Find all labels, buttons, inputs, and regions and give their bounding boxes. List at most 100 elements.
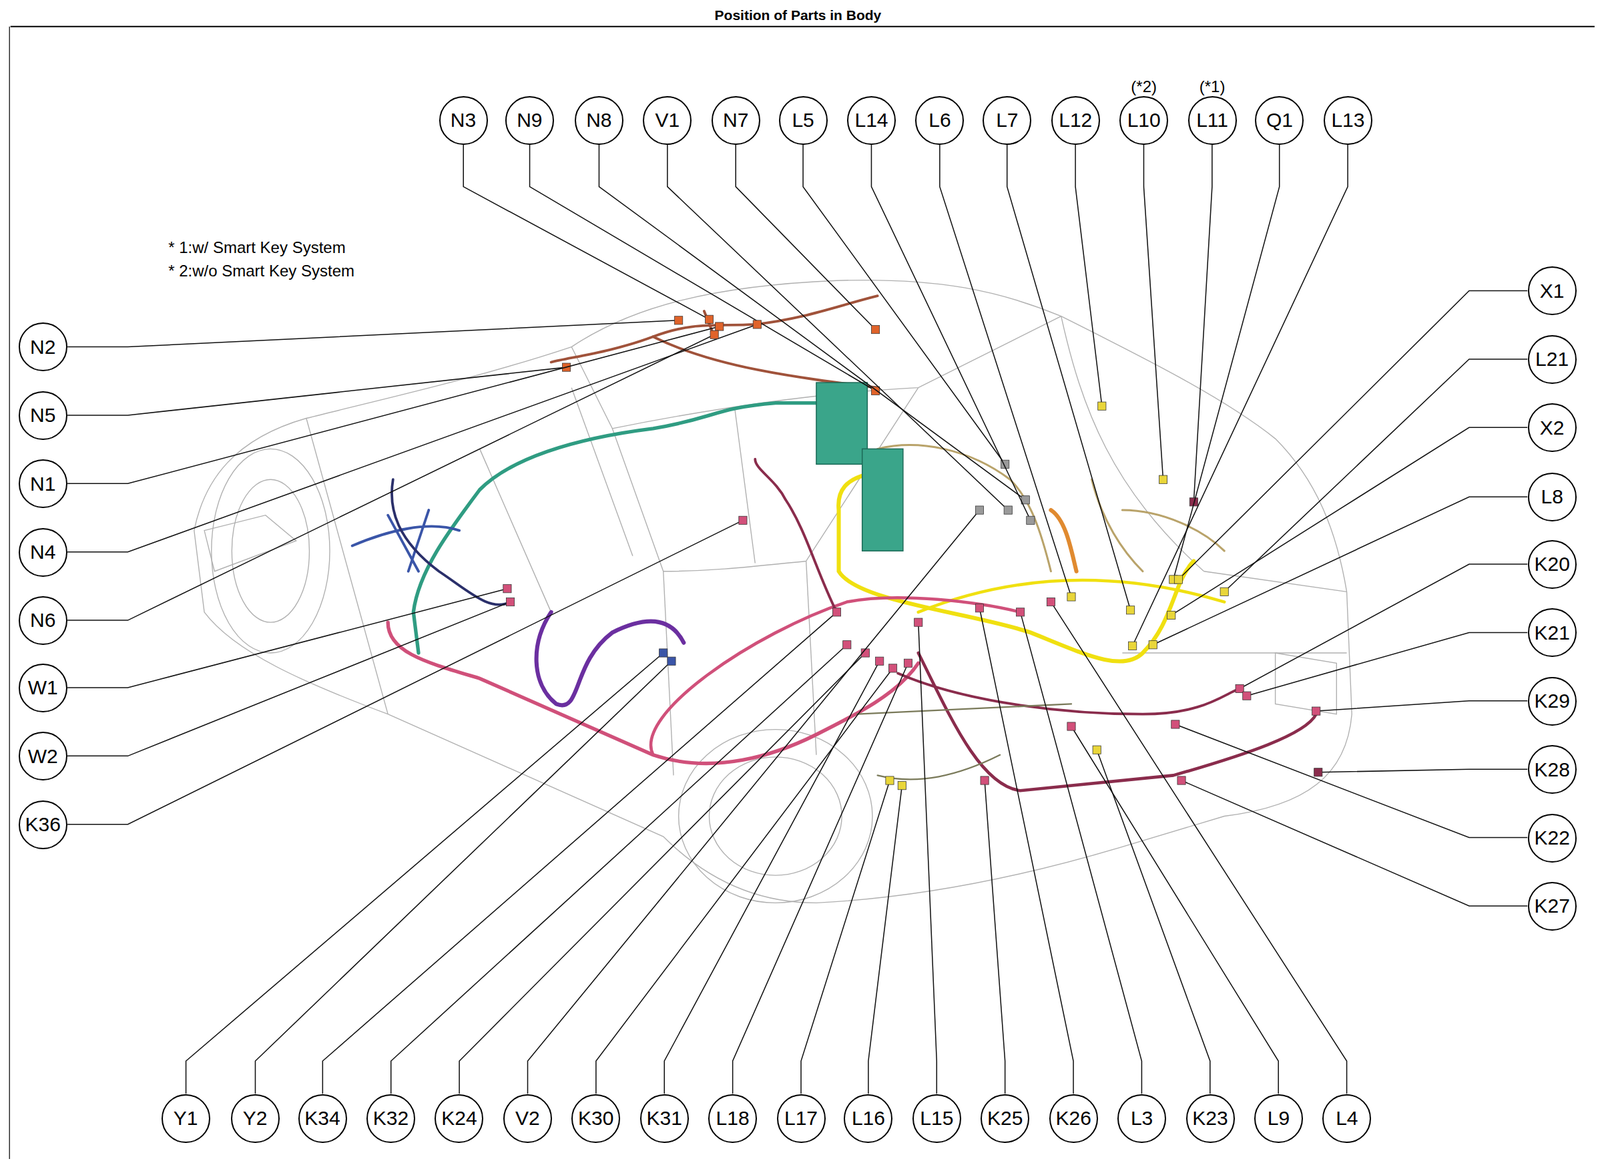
callout-number: Q1 — [1266, 110, 1293, 131]
callout-circle: L9 — [1254, 1094, 1303, 1143]
callout-number: N5 — [30, 405, 56, 426]
callout-circle: K21 — [1527, 608, 1577, 657]
wire-harness — [391, 479, 511, 605]
callout-circle: Y2 — [230, 1094, 280, 1143]
callout-number: K22 — [1533, 827, 1570, 848]
callout-circle: K26 — [1049, 1094, 1099, 1143]
callout-number: L4 — [1335, 1108, 1358, 1129]
callout-circle: N8 — [574, 96, 624, 145]
callout-circle: N9 — [505, 96, 555, 145]
leader-line — [322, 612, 837, 1094]
wire-harness — [536, 612, 685, 706]
callout-number: L14 — [854, 110, 888, 131]
callout-number: N6 — [30, 610, 56, 631]
callout-number: K31 — [646, 1108, 682, 1129]
junction-block — [816, 382, 868, 464]
leader-line — [803, 144, 1006, 464]
callout-circle: W1 — [18, 663, 68, 713]
connector-marker — [903, 658, 912, 667]
leader-line — [1143, 144, 1163, 480]
connector-marker — [1171, 720, 1180, 729]
body-outline — [479, 448, 552, 612]
connector-marker — [888, 664, 897, 673]
callout-circle: (*2)L10 — [1119, 96, 1169, 145]
connector-marker — [1148, 640, 1157, 649]
callout-circle: L8 — [1527, 472, 1577, 522]
leader-line — [1173, 144, 1280, 580]
connector-marker — [897, 781, 906, 790]
callout-circle: N6 — [18, 596, 68, 645]
callout-number: L9 — [1267, 1108, 1290, 1129]
leader-line — [1175, 724, 1528, 838]
leader-line — [1007, 144, 1131, 611]
connector-marker — [1092, 745, 1101, 754]
callout-circle: Q1 — [1254, 96, 1304, 145]
wire-harness — [413, 403, 827, 653]
callout-number: K36 — [25, 814, 61, 835]
callout-number: L12 — [1058, 110, 1093, 131]
leader-line — [529, 144, 876, 391]
leader-line — [67, 334, 715, 621]
wire-harness — [857, 703, 1072, 779]
callout-circle: L18 — [708, 1094, 757, 1143]
leader-line — [667, 144, 1008, 510]
title-rule — [10, 26, 1595, 28]
callout-circle: N2 — [18, 322, 68, 372]
callout-number: N1 — [30, 473, 56, 494]
leader-line — [391, 644, 848, 1095]
callout-circle: X2 — [1527, 403, 1577, 452]
callout-circle: K30 — [571, 1094, 621, 1143]
leader-line — [67, 324, 757, 553]
leader-line — [1020, 612, 1143, 1094]
callout-note: (*2) — [1130, 78, 1157, 95]
callout-circle: L7 — [982, 96, 1032, 145]
callout-circle: L16 — [843, 1094, 893, 1143]
connector-marker — [980, 776, 989, 785]
connector-marker — [1174, 575, 1183, 584]
connector-marker — [704, 315, 713, 324]
callout-number: X2 — [1539, 417, 1565, 438]
connector-marker — [1015, 608, 1024, 617]
body-outline — [734, 407, 756, 563]
connector-marker — [1177, 776, 1186, 785]
callout-circle: L6 — [915, 96, 964, 145]
connector-marker — [659, 648, 668, 657]
callout-circle: N5 — [18, 391, 68, 440]
leader-line — [984, 780, 1006, 1094]
callout-circle: (*1)L11 — [1188, 96, 1237, 145]
callout-circle: W2 — [18, 731, 68, 781]
wheel-outline — [678, 729, 873, 904]
connector-marker — [503, 584, 512, 593]
callout-number: K23 — [1192, 1108, 1228, 1129]
leader-line — [254, 660, 671, 1094]
callout-circle: K24 — [434, 1094, 484, 1143]
leader-line — [1096, 749, 1211, 1094]
callout-number: N9 — [516, 110, 543, 131]
callout-circle: K22 — [1527, 813, 1577, 863]
leader-line — [527, 509, 980, 1094]
leader-line — [459, 652, 866, 1094]
body-outline — [1061, 316, 1205, 572]
leader-line — [186, 652, 664, 1094]
leader-line — [67, 519, 743, 824]
leader-line — [596, 668, 894, 1094]
connector-marker — [674, 316, 683, 325]
leader-line — [463, 144, 709, 320]
body-outline — [1275, 652, 1338, 715]
body-outline — [612, 387, 918, 572]
callout-number: L3 — [1130, 1108, 1153, 1129]
connector-marker — [667, 656, 676, 665]
connector-marker — [1098, 401, 1107, 410]
body-outline — [571, 387, 633, 557]
callout-number: Y2 — [242, 1108, 268, 1129]
callout-number: L7 — [995, 110, 1018, 131]
callout-circle: K34 — [298, 1094, 348, 1143]
leader-line — [1075, 144, 1103, 406]
callout-number: K24 — [441, 1108, 477, 1129]
callout-circle: K25 — [980, 1094, 1030, 1143]
leader-line — [67, 320, 679, 348]
connector-marker — [1128, 641, 1137, 650]
leader-line — [918, 622, 938, 1094]
callout-circle: N1 — [18, 459, 68, 508]
